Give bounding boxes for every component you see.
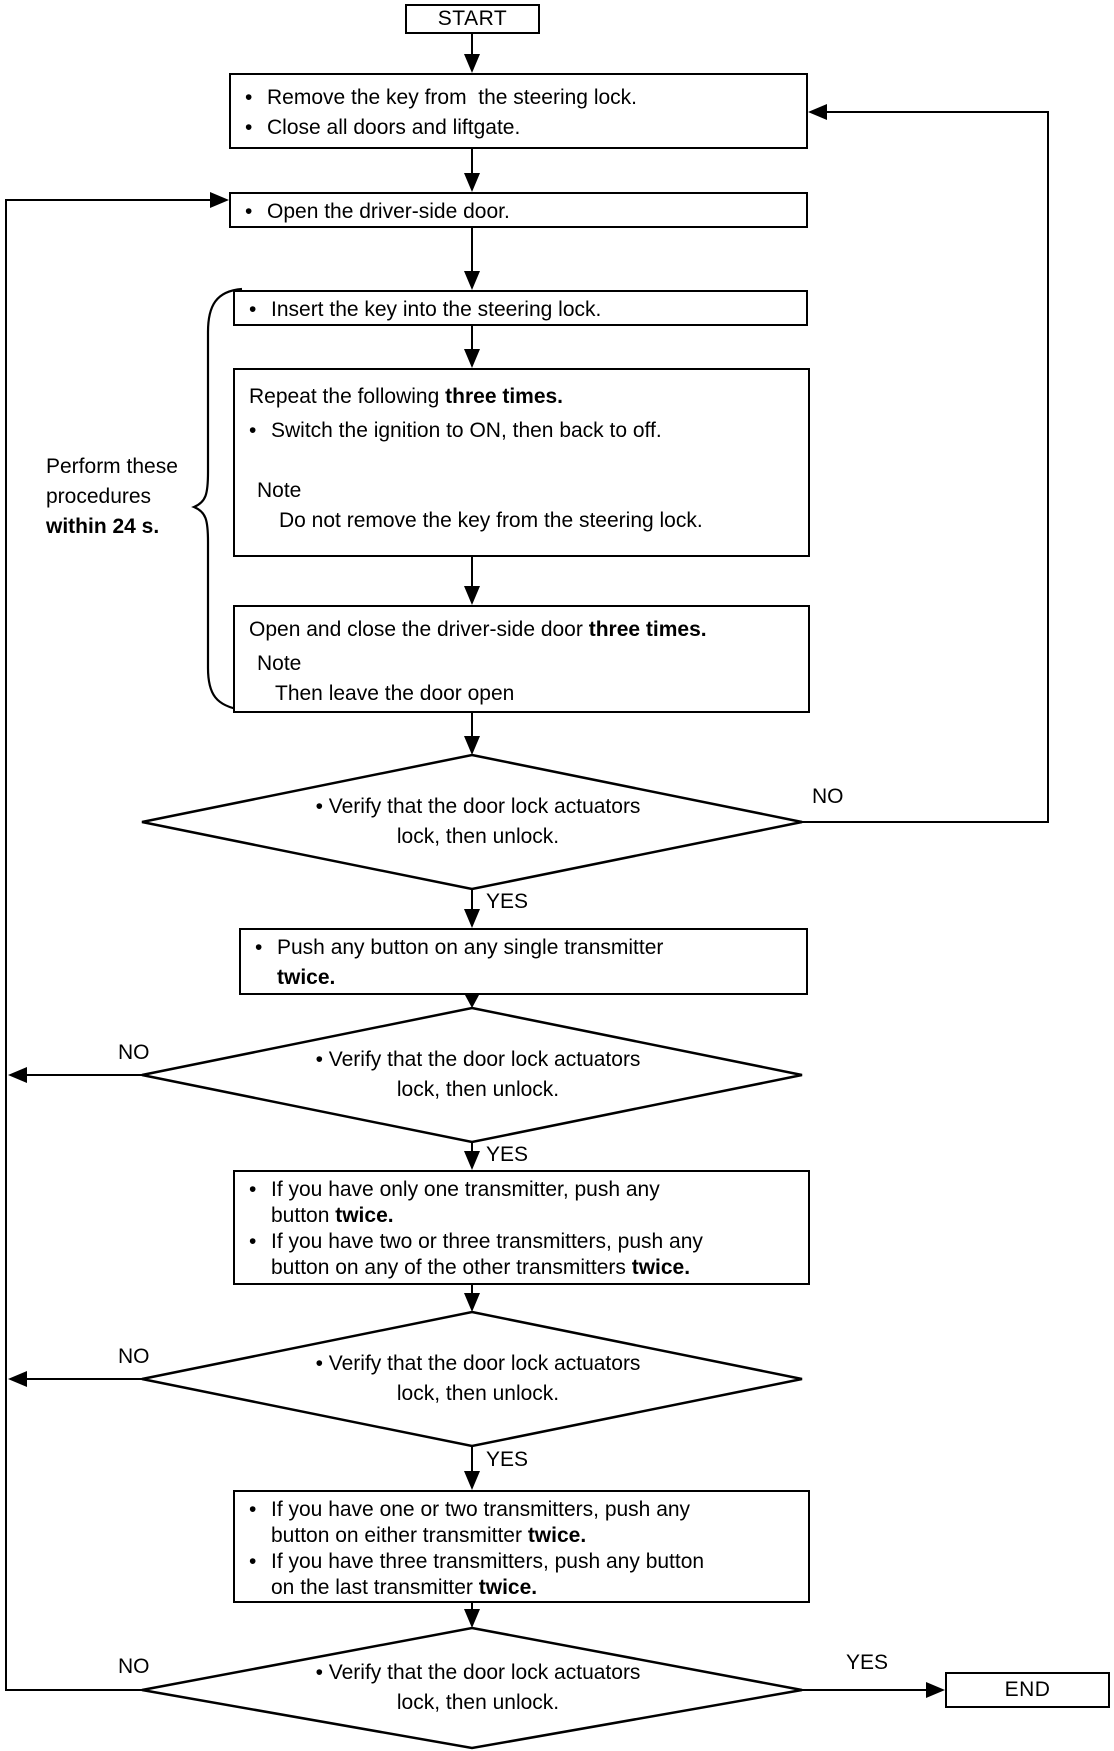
arrowhead-into-end xyxy=(926,1682,945,1698)
decision-1-label: • Verify that the door lock actuators lo… xyxy=(218,792,738,852)
arrowhead-into-box8 xyxy=(464,1471,480,1490)
decision-4-label: • Verify that the door lock actuators lo… xyxy=(218,1658,738,1718)
arrowhead-into-box3 xyxy=(464,271,480,290)
procedures-brace xyxy=(191,287,243,712)
no-label-1: NO xyxy=(812,785,844,808)
yes-label-2: YES xyxy=(486,1143,529,1166)
yes-label-1: YES xyxy=(486,890,529,913)
bullet-glyph: • xyxy=(249,1230,257,1253)
box8-item2-line2: on the last transmitter twice. xyxy=(271,1576,538,1599)
bullet-glyph: • xyxy=(249,419,257,442)
box5-line1: Open and close the driver-side door thre… xyxy=(249,618,707,641)
bullet-glyph: • xyxy=(249,298,257,321)
box3-line1: •Insert the key into the steering lock. xyxy=(249,295,794,325)
box-push-any-button: •Push any button on any single transmitt… xyxy=(239,928,808,995)
bullet-glyph: • xyxy=(249,1550,257,1573)
box-second-transmitter: •If you have only one transmitter, push … xyxy=(233,1170,810,1285)
arrowhead-feedback-into-box1 xyxy=(808,104,827,120)
box-remove-key: •Remove the key from the steering lock. … xyxy=(229,73,808,149)
bullet-glyph: • xyxy=(245,86,253,109)
decision-4-shape xyxy=(141,1626,803,1750)
left-no-rail-line xyxy=(5,199,212,1691)
box-open-driver-door: •Open the driver-side door. xyxy=(229,192,808,228)
arrowhead-rail-into-box2 xyxy=(210,192,229,208)
box1-line1: •Remove the key from the steering lock. xyxy=(245,83,794,113)
decision-3-shape xyxy=(141,1310,803,1448)
box7-item2-line1: •If you have two or three transmitters, … xyxy=(249,1230,703,1253)
decision1-no-feedback-line xyxy=(802,111,1049,823)
box5-note-label: Note xyxy=(257,652,302,675)
arrowhead-into-box2-top xyxy=(464,173,480,192)
end-label: END xyxy=(1004,1678,1051,1701)
arrowhead-into-decision4 xyxy=(464,1609,480,1628)
box-cycle-ignition: Repeat the following three times. •Switc… xyxy=(233,368,810,557)
arrowhead-into-box1 xyxy=(464,54,480,73)
box2-line1: •Open the driver-side door. xyxy=(245,197,794,227)
decision-3-line2: lock, then unlock. xyxy=(396,1382,560,1405)
box-open-close-door: Open and close the driver-side door thre… xyxy=(233,605,810,713)
box7-item1-line1: •If you have only one transmitter, push … xyxy=(249,1178,660,1201)
box4-note-text: Do not remove the key from the steering … xyxy=(279,509,703,532)
box5-note-text: Then leave the door open xyxy=(275,682,515,705)
arrowhead-into-box7 xyxy=(464,1151,480,1170)
box8-item2-line1: •If you have three transmitters, push an… xyxy=(249,1550,705,1573)
no-label-4: NO xyxy=(118,1655,150,1678)
bullet-glyph: • xyxy=(249,1498,257,1521)
yes-label-4: YES xyxy=(846,1651,889,1674)
box8-item1-line2: button on either transmitter twice. xyxy=(271,1524,587,1547)
side-note: Perform these procedures within 24 s. xyxy=(46,452,178,542)
arrowhead-into-box5 xyxy=(464,586,480,605)
box6-line2: twice. xyxy=(277,966,336,989)
decision-2-line2: lock, then unlock. xyxy=(396,1078,560,1101)
start-label: START xyxy=(437,7,508,30)
arrowhead-into-box6 xyxy=(464,909,480,928)
box4-line1: Repeat the following three times. xyxy=(249,385,564,408)
decision-2-line1: • Verify that the door lock actuators xyxy=(315,1048,641,1071)
no-label-2: NO xyxy=(118,1041,150,1064)
decision-1-shape xyxy=(141,753,803,891)
decision-1-line2: lock, then unlock. xyxy=(396,825,560,848)
bullet-glyph: • xyxy=(255,936,263,959)
decision-3-label: • Verify that the door lock actuators lo… xyxy=(218,1349,738,1409)
bullet-glyph: • xyxy=(245,116,253,139)
arrowhead-into-decision2 xyxy=(465,995,479,1008)
box8-item1-line1: •If you have one or two transmitters, pu… xyxy=(249,1498,691,1521)
box1-line2: •Close all doors and liftgate. xyxy=(245,113,794,143)
no-label-3: NO xyxy=(118,1345,150,1368)
bullet-glyph: • xyxy=(249,1178,257,1201)
decision-4-line1: • Verify that the door lock actuators xyxy=(315,1661,641,1684)
side-note-line1: Perform these xyxy=(46,455,178,478)
yes-label-3: YES xyxy=(486,1448,529,1471)
arrowhead-into-decision3 xyxy=(464,1293,480,1312)
end-node: END xyxy=(945,1672,1110,1708)
side-note-line3: within 24 s. xyxy=(46,515,160,538)
box7-item1-line2: button twice. xyxy=(271,1204,394,1227)
decision-4-line2: lock, then unlock. xyxy=(396,1691,560,1714)
box-third-transmitter: •If you have one or two transmitters, pu… xyxy=(233,1490,810,1603)
decision-2-shape xyxy=(141,1006,803,1144)
arrowhead-decision2-no xyxy=(8,1067,27,1083)
box-insert-key: •Insert the key into the steering lock. xyxy=(233,290,808,326)
decision-1-line1: • Verify that the door lock actuators xyxy=(315,795,641,818)
bullet-glyph: • xyxy=(245,200,253,223)
arrowhead-into-decision1 xyxy=(464,736,480,755)
decision-2-label: • Verify that the door lock actuators lo… xyxy=(218,1045,738,1105)
arrowhead-decision3-no xyxy=(8,1371,27,1387)
start-node: START xyxy=(405,4,540,34)
decision-3-line1: • Verify that the door lock actuators xyxy=(315,1352,641,1375)
box4-note-label: Note xyxy=(257,479,302,502)
box4-bullet1: •Switch the ignition to ON, then back to… xyxy=(249,416,796,446)
side-note-line2: procedures xyxy=(46,485,152,508)
arrowhead-into-box4 xyxy=(464,349,480,368)
box6-line1: •Push any button on any single transmitt… xyxy=(255,933,794,963)
box7-item2-line2: button on any of the other transmitters … xyxy=(271,1256,691,1279)
